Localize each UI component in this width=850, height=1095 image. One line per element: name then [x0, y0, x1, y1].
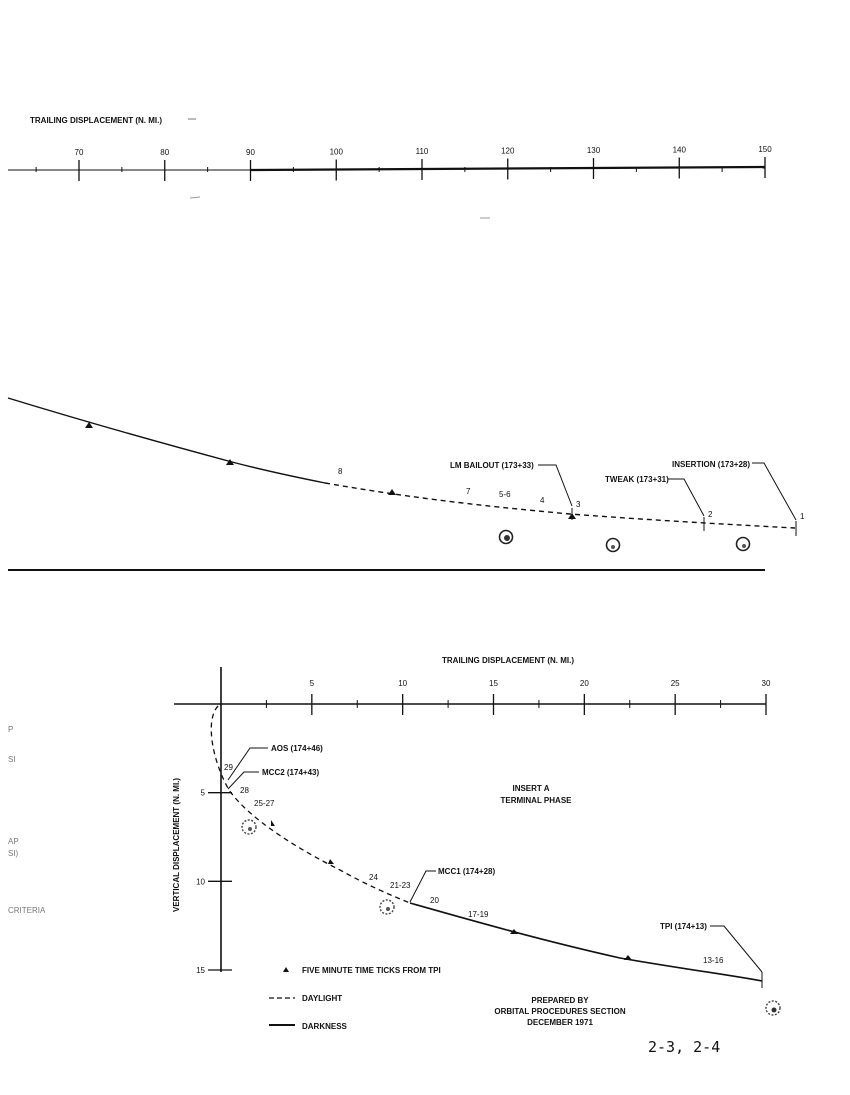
point-label: 5-6 — [499, 490, 511, 499]
top-axis-tick-label: 130 — [587, 146, 601, 155]
event-label-mcc1: MCC1 (174+28) — [438, 867, 495, 876]
credit-line-2: ORBITAL PROCEDURES SECTION — [494, 1007, 625, 1016]
point-label: 4 — [540, 496, 545, 505]
point-label: 21-23 — [390, 881, 411, 890]
bottom-x-axis-title: TRAILING DISPLACEMENT (N. MI.) — [442, 656, 574, 665]
bottom-axes: 5 10 15 20 25 30 5 10 15 — [174, 667, 771, 975]
point-label: 3 — [576, 500, 581, 509]
sun-marker — [765, 1000, 781, 1016]
time-tick-marker — [226, 459, 234, 465]
event-label-aos: AOS (174+46) — [271, 744, 323, 753]
event-leader — [227, 771, 259, 790]
darkness-trajectory-line — [7, 397, 326, 484]
page-number: 2-3, 2-4 — [648, 1038, 720, 1056]
bottom-y-tick-label: 15 — [196, 966, 205, 975]
point-label: 17-19 — [468, 910, 489, 919]
event-leader — [409, 870, 436, 903]
stray-mark — [189, 196, 201, 199]
bottom-y-tick-label: 5 — [201, 789, 206, 798]
event-leader — [710, 925, 763, 973]
top-axis-title: TRAILING DISPLACEMENT (N. MI.) — [30, 116, 162, 125]
phase-note-line-1: INSERT A — [512, 784, 549, 793]
credit-line-3: DECEMBER 1971 — [527, 1018, 593, 1027]
sun-marker — [498, 529, 514, 545]
top-axis-tick-label: 100 — [330, 148, 344, 157]
time-tick-marker — [510, 929, 518, 934]
point-label: 1 — [800, 512, 805, 521]
event-leader — [538, 464, 573, 507]
legend-label-darkness: DARKNESS — [302, 1022, 348, 1031]
time-tick-marker — [388, 489, 396, 495]
bottom-x-tick-label: 25 — [671, 679, 680, 688]
bottom-y-axis-title: VERTICAL DISPLACEMENT (N. MI.) — [172, 778, 181, 912]
top-axis: 70 80 90 100 110 120 130 140 150 — [8, 145, 772, 181]
credit-line-1: PREPARED BY — [531, 996, 589, 1005]
point-label: 25-27 — [254, 799, 275, 808]
bottom-x-tick-label: 10 — [398, 679, 407, 688]
top-axis-tick-label: 80 — [160, 148, 169, 157]
top-axis-tick-label: 150 — [758, 145, 772, 154]
point-label: 28 — [240, 786, 249, 795]
sun-marker — [241, 819, 257, 835]
bottom-x-tick-label: 5 — [310, 679, 315, 688]
sun-marker — [379, 899, 395, 915]
legend-label-daylight: DAYLIGHT — [302, 994, 342, 1003]
top-axis-tick-label: 120 — [501, 147, 515, 156]
event-leader — [752, 462, 797, 521]
point-label: 8 — [338, 467, 343, 476]
middle-trajectory: 8 7 5-6 4 3 2 1 LM BAILOUT (173+33) TWEA… — [7, 397, 805, 553]
sun-marker — [605, 537, 621, 553]
point-label: 24 — [369, 873, 378, 882]
event-label-mcc2: MCC2 (174+43) — [262, 768, 319, 777]
legend: FIVE MINUTE TIME TICKS FROM TPI DAYLIGHT… — [269, 966, 441, 1031]
time-tick-marker — [271, 820, 275, 826]
time-tick-marker — [85, 422, 93, 428]
phase-note-line-2: TERMINAL PHASE — [501, 796, 573, 805]
margin-fragment: SI — [8, 755, 16, 764]
time-tick-marker — [328, 859, 334, 864]
margin-fragment: AP — [8, 837, 19, 846]
top-axis-tick-label: 70 — [75, 148, 84, 157]
top-axis-tick-label: 110 — [416, 147, 429, 156]
point-label: 13-16 — [703, 956, 724, 965]
time-tick-marker — [624, 955, 632, 960]
margin-fragment: CRITERIA — [8, 906, 46, 915]
bottom-y-tick-label: 10 — [196, 877, 205, 886]
event-label-tpi: TPI (174+13) — [660, 922, 707, 931]
event-label-tweak: TWEAK (173+31) — [605, 475, 669, 484]
legend-tick-symbol — [283, 967, 289, 972]
darkness-trajectory-line — [409, 902, 763, 982]
bottom-x-tick-label: 15 — [489, 679, 498, 688]
daylight-trajectory-line — [210, 705, 411, 904]
top-axis-tick-label: 140 — [673, 146, 687, 155]
daylight-trajectory-line — [324, 482, 796, 529]
point-label: 29 — [224, 763, 233, 772]
sun-marker — [735, 536, 751, 552]
event-leader — [227, 747, 268, 781]
margin-fragment: P — [8, 725, 13, 734]
point-label: 20 — [430, 896, 439, 905]
margin-fragment: SI) — [8, 849, 19, 858]
bottom-x-tick-label: 20 — [580, 679, 589, 688]
event-label-lm-bailout: LM BAILOUT (173+33) — [450, 461, 534, 470]
top-axis-tick-label: 90 — [246, 148, 255, 157]
event-leader — [668, 478, 705, 517]
event-label-insertion: INSERTION (173+28) — [672, 460, 750, 469]
point-label: 2 — [708, 510, 713, 519]
bottom-x-tick-label: 30 — [762, 679, 771, 688]
point-label: 7 — [466, 487, 471, 496]
legend-label-time-ticks: FIVE MINUTE TIME TICKS FROM TPI — [302, 966, 441, 975]
